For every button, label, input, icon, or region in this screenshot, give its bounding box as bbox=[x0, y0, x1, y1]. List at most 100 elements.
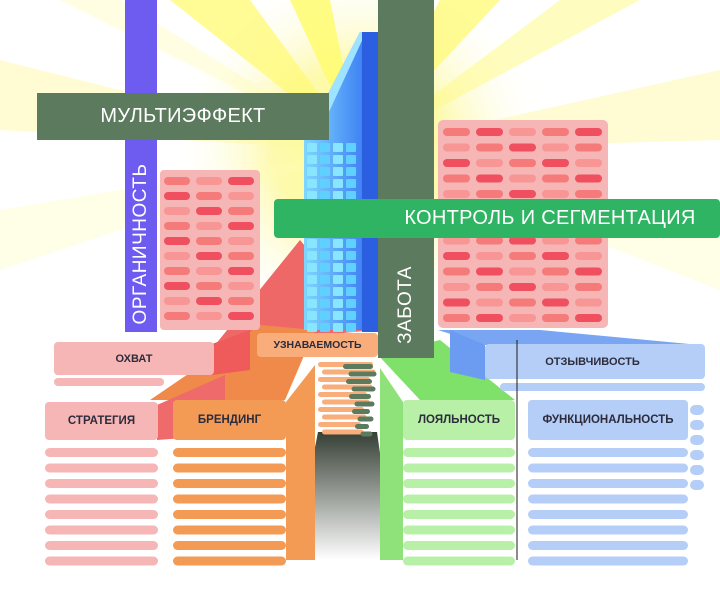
window-light bbox=[575, 128, 602, 136]
tower-window bbox=[307, 239, 317, 248]
window-light bbox=[476, 128, 503, 136]
functionality-label: ФУНКЦИОНАЛЬНОСТЬ bbox=[542, 414, 674, 426]
loyalty-label: ЛОЯЛЬНОСТЬ bbox=[417, 414, 501, 426]
window-light bbox=[228, 282, 254, 290]
stair-dark bbox=[357, 416, 374, 422]
window-light bbox=[509, 159, 536, 167]
stack-bar bbox=[173, 525, 286, 535]
window-light bbox=[476, 236, 503, 245]
window-light bbox=[509, 298, 536, 307]
window-light bbox=[575, 159, 602, 167]
window-light bbox=[509, 283, 536, 291]
window-light bbox=[476, 267, 503, 276]
window-light bbox=[228, 222, 254, 230]
tower-window bbox=[346, 263, 356, 272]
window-light bbox=[542, 174, 569, 183]
window-light bbox=[196, 177, 222, 185]
tower-window bbox=[333, 287, 343, 296]
window-light bbox=[228, 207, 254, 215]
window-light bbox=[196, 282, 222, 290]
window-light bbox=[196, 207, 222, 215]
tower-window bbox=[346, 179, 356, 188]
responsiveness-block bbox=[450, 330, 705, 560]
window-light bbox=[542, 190, 569, 198]
window-light bbox=[164, 237, 190, 245]
tower-window bbox=[346, 275, 356, 284]
stack-bar bbox=[45, 479, 158, 488]
window-light bbox=[542, 236, 569, 245]
stack-bar bbox=[528, 525, 688, 535]
tower-window bbox=[307, 179, 317, 188]
side-knob bbox=[690, 480, 704, 490]
window-light bbox=[443, 236, 470, 245]
tower-window bbox=[333, 179, 343, 188]
window-light bbox=[509, 267, 536, 276]
window-light bbox=[509, 236, 536, 245]
stair-dark bbox=[355, 424, 369, 429]
stair-light bbox=[322, 414, 367, 420]
side-knob bbox=[690, 465, 704, 475]
window-light bbox=[443, 267, 470, 276]
tower-window bbox=[346, 287, 356, 296]
tower-window bbox=[346, 323, 356, 332]
stack-bar bbox=[528, 463, 688, 473]
stair-dark bbox=[360, 431, 373, 437]
stack-bar bbox=[528, 556, 688, 566]
tower-window bbox=[333, 323, 343, 332]
window-light bbox=[164, 207, 190, 215]
strategy-label: СТРАТЕГИЯ bbox=[67, 415, 136, 427]
window-light bbox=[509, 314, 536, 322]
care-label: ЗАБОТА bbox=[395, 266, 416, 344]
window-light bbox=[542, 252, 569, 260]
window-light bbox=[443, 174, 470, 183]
window-light bbox=[228, 252, 254, 260]
tower-window bbox=[307, 275, 317, 284]
reach-label: ОХВАТ bbox=[115, 352, 153, 365]
stack-bar bbox=[403, 541, 515, 550]
stair-dark bbox=[349, 394, 371, 399]
purple-pillar bbox=[125, 0, 157, 332]
tower-window bbox=[320, 275, 330, 284]
tower-window bbox=[333, 251, 343, 260]
tower-window bbox=[307, 251, 317, 260]
central-path bbox=[293, 432, 395, 560]
window-light bbox=[509, 143, 536, 152]
tower-window bbox=[346, 251, 356, 260]
stack-bar bbox=[45, 525, 158, 535]
window-light bbox=[542, 143, 569, 152]
stack-bar bbox=[528, 479, 688, 488]
tower-window bbox=[346, 167, 356, 176]
window-light bbox=[164, 282, 190, 290]
tower-window bbox=[307, 167, 317, 176]
tower-window bbox=[307, 143, 317, 152]
window-light bbox=[476, 190, 503, 198]
window-light bbox=[575, 252, 602, 260]
window-light bbox=[476, 159, 503, 167]
tower-window bbox=[307, 191, 317, 200]
window-light bbox=[542, 128, 569, 136]
window-light bbox=[196, 252, 222, 260]
window-light bbox=[196, 237, 222, 245]
window-light bbox=[443, 143, 470, 152]
tower-window bbox=[346, 239, 356, 248]
tower-window bbox=[320, 155, 330, 164]
window-light bbox=[196, 267, 222, 275]
tower-window bbox=[346, 155, 356, 164]
tower-window bbox=[320, 143, 330, 152]
stack-bar bbox=[403, 525, 515, 535]
multieffect-banner bbox=[37, 93, 329, 140]
stack-bar bbox=[403, 479, 515, 488]
tower-window bbox=[333, 167, 343, 176]
stair-dark bbox=[348, 371, 377, 377]
window-light bbox=[228, 267, 254, 275]
stack-bar bbox=[45, 448, 158, 457]
window-light bbox=[575, 143, 602, 152]
window-light bbox=[575, 314, 602, 322]
stack-bar bbox=[403, 494, 515, 504]
window-light bbox=[443, 159, 470, 167]
tower-window bbox=[320, 299, 330, 308]
window-light bbox=[228, 177, 254, 185]
window-light bbox=[575, 190, 602, 198]
stair-light bbox=[318, 422, 361, 427]
blue-tower bbox=[304, 32, 378, 332]
